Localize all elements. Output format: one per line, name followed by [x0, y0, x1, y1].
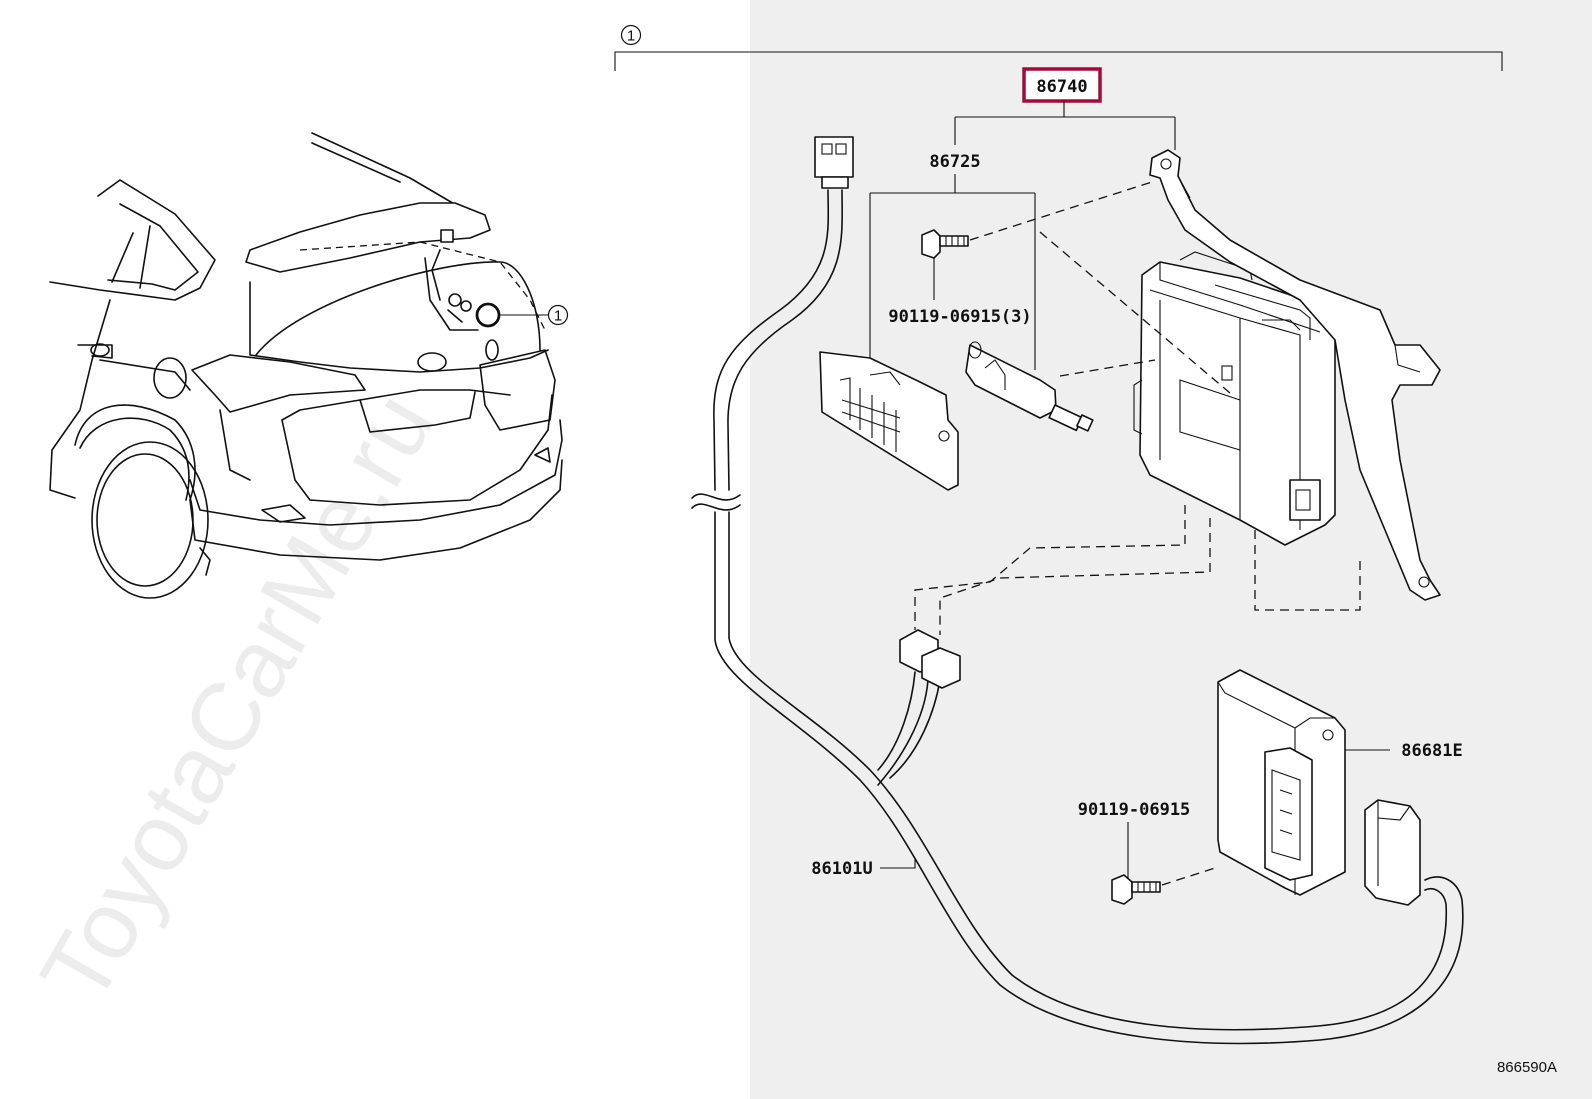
vehicle-rear-illustration: [49, 132, 563, 599]
group-marker: [620, 24, 642, 46]
bracket-kit-leader: [869, 174, 1036, 370]
group-bracket: [614, 51, 1503, 71]
control-module: [1133, 251, 1336, 546]
watermark-text: ToyotaCarMe.ru: [21, 376, 455, 1021]
bolt-single-icon: [1111, 874, 1161, 905]
callout-marker: [547, 304, 569, 326]
part-label-90119-06915-3[interactable]: 90119-06915(3): [888, 307, 1031, 327]
sensor-unit: [965, 341, 1094, 432]
bolt-dash-line: [969, 181, 1153, 241]
guide-line-1: [1039, 231, 1231, 394]
group-marker-number: 1: [627, 28, 635, 45]
mounting-bracket: [1149, 149, 1441, 601]
diagram-id: 866590A: [1497, 1059, 1557, 1076]
part-label-86740[interactable]: 86740: [1036, 77, 1087, 97]
mounting-plate: [819, 351, 959, 491]
part-label-86101u[interactable]: 86101U: [811, 859, 872, 879]
wire-harness: [691, 136, 1464, 1045]
assembly-leader: [954, 101, 1176, 150]
assembly-highlight-box: [1022, 67, 1102, 103]
guide-line-4: [914, 505, 1186, 630]
receiver-module: [1217, 669, 1346, 896]
part-label-90119-06915[interactable]: 90119-06915: [1078, 800, 1191, 820]
part-label-86725[interactable]: 86725: [929, 152, 980, 172]
part-label-86681e[interactable]: 86681E: [1401, 741, 1462, 761]
guide-line-3: [1254, 530, 1361, 611]
bolt-single-dash-line: [1161, 867, 1216, 886]
callout-marker-number: 1: [554, 308, 562, 325]
bolt-icon: [921, 229, 969, 259]
harness-leader: [880, 858, 916, 869]
guide-line-5: [939, 518, 1211, 635]
guide-line-2: [1059, 359, 1156, 377]
